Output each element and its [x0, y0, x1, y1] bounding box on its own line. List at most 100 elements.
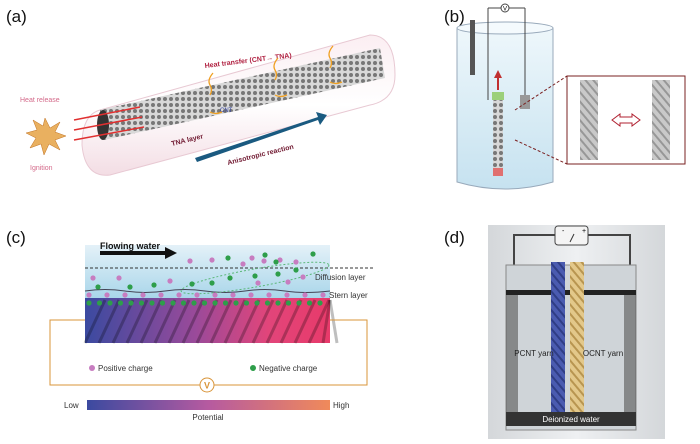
substrate-stripe	[209, 299, 233, 344]
substrate-stripe	[328, 299, 339, 344]
counter-electrode	[520, 95, 530, 109]
negative-charge	[138, 300, 145, 306]
negative-charge	[285, 300, 292, 306]
diffusion-layer-text: Diffusion layer	[315, 273, 366, 282]
positive-charge	[320, 292, 326, 298]
negative-charge	[310, 251, 316, 257]
negative-charge	[273, 259, 279, 265]
heat-release-text: Heat release	[20, 97, 60, 104]
flowing-water-text: Flowing water	[100, 241, 161, 251]
substrate-stripe	[279, 299, 303, 344]
negative-charge	[191, 300, 197, 306]
substrate-stripe	[223, 299, 247, 344]
ocnt-yarn	[570, 262, 584, 412]
pcnt-yarn	[551, 262, 565, 412]
positive-charge	[285, 279, 291, 285]
panel-b: (b) V	[444, 3, 686, 190]
negative-charge	[317, 300, 323, 306]
substrate-stripes	[83, 299, 339, 344]
negative-charge	[128, 300, 134, 306]
yarn-twist-right	[652, 80, 670, 160]
negative-charge	[209, 280, 215, 286]
container-wall-left	[506, 295, 518, 415]
ocnt-text: OCNT yarn	[583, 349, 623, 358]
positive-charge	[140, 292, 146, 298]
positive-charge	[266, 292, 272, 298]
negative-charge	[151, 282, 157, 288]
negative-charge	[243, 300, 250, 306]
substrate-stripe	[125, 299, 149, 344]
yarn-clamp	[492, 92, 504, 100]
substrate-stripe	[139, 299, 163, 344]
panel-b-label: (b)	[444, 7, 465, 26]
negative-charge	[225, 255, 231, 261]
negative-charge	[293, 267, 299, 273]
negative-charge	[149, 300, 155, 306]
positive-charge	[212, 292, 218, 298]
positive-charge	[194, 292, 200, 298]
voltmeter-icon	[500, 3, 510, 13]
anisotropic-arrow-icon	[195, 112, 327, 162]
negative-charge	[275, 271, 281, 277]
substrate-stripe	[251, 299, 275, 344]
panel-d: (d) - + PCNT yarn OCNT yarn Deionized wa…	[444, 225, 665, 439]
negative-charge	[117, 300, 124, 306]
negative-charge	[170, 300, 176, 306]
positive-charge	[209, 257, 215, 263]
charges	[86, 251, 326, 306]
positive-charge	[90, 275, 96, 281]
ignition-text: Ignition	[30, 165, 53, 172]
panel-c-label: (c)	[6, 228, 26, 247]
beaker	[456, 28, 554, 190]
substrate-stripe	[181, 299, 205, 344]
negative-charge-legend-icon	[250, 365, 256, 371]
meter-icon	[554, 225, 589, 246]
water-bottom	[506, 412, 636, 426]
substrate-stripe	[293, 299, 317, 344]
substrate-stripe	[195, 299, 219, 344]
positive-charge	[176, 292, 182, 298]
positive-charge	[261, 258, 267, 264]
cnt-text: CNT	[220, 108, 233, 114]
positive-charge	[302, 292, 308, 298]
negative-charge	[252, 273, 258, 279]
substrate-stripe	[83, 299, 107, 344]
negative-charge	[254, 300, 260, 306]
negative-charge	[296, 300, 302, 306]
negative-charge	[107, 300, 113, 306]
substrate-stripe	[265, 299, 289, 344]
yarn-twist-left	[580, 80, 598, 160]
panel-c: (c) Flowing water Diffusion layer Stern …	[6, 228, 375, 422]
positive-charge	[277, 257, 283, 263]
negative-charge	[189, 281, 195, 287]
voltmeter-symbol: V	[503, 7, 507, 13]
low-text: Low	[64, 401, 79, 410]
meter-plus: +	[582, 228, 586, 235]
substrate-stripe	[153, 299, 177, 344]
substrate-stripe	[307, 299, 331, 344]
negative-charge-text: Negative charge	[259, 364, 318, 373]
negative-charge	[264, 300, 271, 306]
negative-charge	[86, 300, 92, 306]
substrate-stripe	[111, 299, 135, 344]
positive-charge	[158, 292, 164, 298]
container-wall-right	[624, 295, 636, 415]
positive-charge	[255, 280, 261, 286]
negative-charge	[275, 300, 281, 306]
substrate-stripe	[167, 299, 191, 344]
negative-charge	[201, 300, 208, 306]
negative-charge	[212, 300, 218, 306]
flow-arrow-icon	[100, 247, 177, 259]
heat-wave-arrows	[208, 45, 343, 115]
ignition-star-icon	[25, 117, 67, 156]
negative-charge	[96, 300, 103, 306]
negative-charge	[262, 252, 268, 258]
panel-a-label: (a)	[6, 7, 27, 26]
positive-charge	[300, 274, 306, 280]
positive-charge	[104, 292, 110, 298]
reference-electrode	[470, 20, 475, 75]
negative-charge	[95, 284, 101, 290]
positive-charge-legend-icon	[89, 365, 95, 371]
